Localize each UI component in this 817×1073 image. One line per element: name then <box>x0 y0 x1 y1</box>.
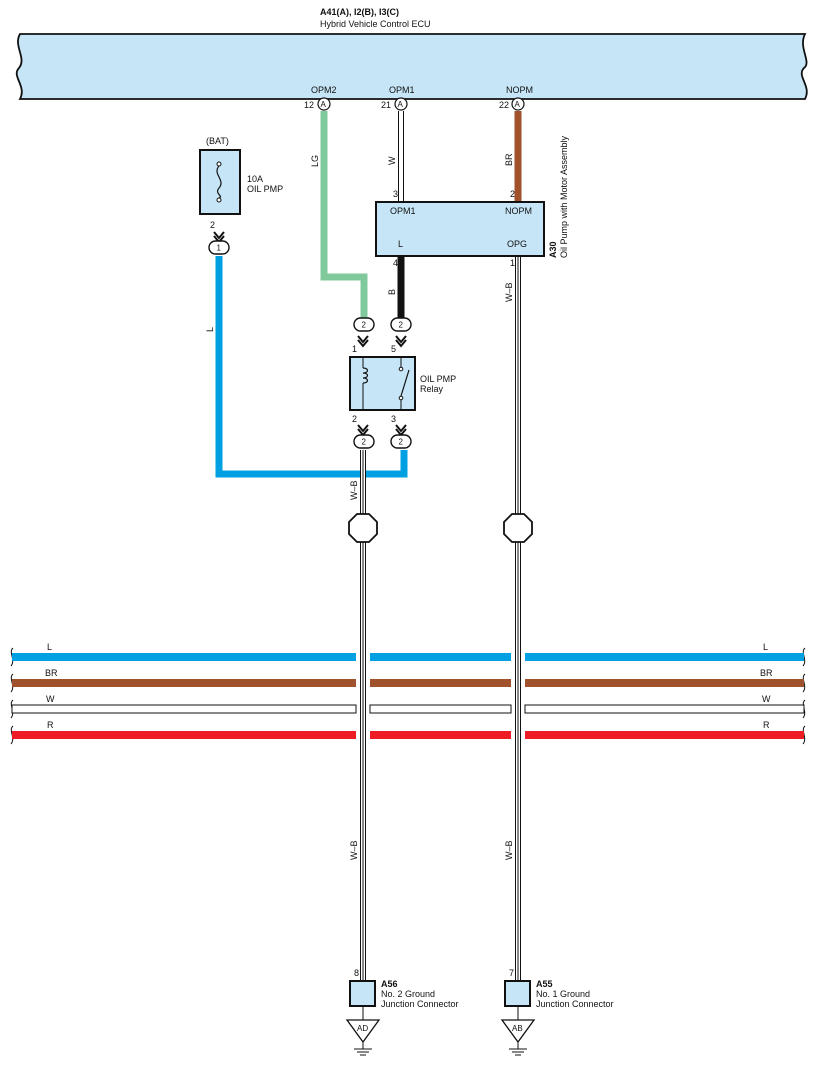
wire-label-wb-upper-left: W–B <box>349 480 359 500</box>
pump-terminal-opm1: OPM1 <box>390 206 416 216</box>
svg-text:A: A <box>321 100 327 109</box>
relay-coil-icon <box>362 357 369 410</box>
wire-lg <box>320 111 368 318</box>
ground-point-ad: AD <box>357 1024 368 1033</box>
wire-l-fuse <box>215 256 408 478</box>
svg-text:1: 1 <box>217 244 222 253</box>
svg-text:2: 2 <box>399 321 404 330</box>
wire-label-b: B <box>387 289 397 295</box>
pump-terminal-nopm: NOPM <box>505 206 532 216</box>
ecu-signal-nopm: NOPM <box>506 85 533 95</box>
svg-text:Junction Connector: Junction Connector <box>536 999 614 1009</box>
svg-text:W: W <box>46 694 55 704</box>
fuse-icon <box>216 161 222 203</box>
relay-pin-2: 2 <box>352 414 357 424</box>
ecu-connector-opm1: A <box>394 97 408 111</box>
ecu-box <box>15 33 808 100</box>
ground-a55: 7 A55 No. 1 Ground Junction Connector AB <box>500 968 614 1056</box>
relay-connector-bottom-right: 2 <box>390 424 412 449</box>
relay-connector-top-right: 2 <box>390 317 412 348</box>
svg-text:No. 2 Ground: No. 2 Ground <box>381 989 435 999</box>
svg-text:Junction Connector: Junction Connector <box>381 999 459 1009</box>
splice-octagon-right <box>503 513 533 543</box>
wire-label-br: BR <box>504 153 514 166</box>
relay-pin-5: 5 <box>391 344 396 354</box>
ecu-connector-opm2: A <box>317 97 331 111</box>
bus-wire-br: BR BR <box>10 668 806 693</box>
svg-text:A56: A56 <box>381 979 398 989</box>
relay-name-line1: OIL PMP <box>420 374 456 384</box>
svg-text:No. 1 Ground: No. 1 Ground <box>536 989 590 999</box>
svg-text:R: R <box>47 720 54 730</box>
pump-terminal-l: L <box>398 239 403 249</box>
ecu-name: Hybrid Vehicle Control ECU <box>320 19 431 29</box>
splice-octagon-left <box>348 513 378 543</box>
svg-text:R: R <box>763 720 770 730</box>
relay-switch-icon <box>398 357 410 410</box>
relay-box <box>349 356 416 411</box>
svg-text:2: 2 <box>399 438 404 447</box>
wire-label-lg: LG <box>310 155 320 167</box>
wire-label-wb-lower-right: W–B <box>504 840 514 860</box>
bus-wire-w: W W <box>10 694 806 719</box>
pump-pin-opm1: 3 <box>393 189 398 199</box>
ecu-connector-nopm: A <box>511 97 525 111</box>
svg-text:L: L <box>763 642 768 652</box>
ecu-pin-21: 21 <box>381 100 391 110</box>
pump-terminal-opg: OPG <box>507 239 527 249</box>
bus-wire-r: R R <box>10 720 806 745</box>
fuse-pin: 2 <box>210 220 215 230</box>
svg-text:7: 7 <box>509 968 514 978</box>
fuse-connector: 1 <box>208 231 230 255</box>
fuse-rating: 10A <box>247 174 263 184</box>
pump-pin-nopm: 2 <box>510 189 515 199</box>
ecu-code: A41(A), I2(B), I3(C) <box>320 7 399 17</box>
pump-code: A30 <box>548 241 558 258</box>
ecu-pin-22: 22 <box>499 100 509 110</box>
wire-label-wb-lower-left: W–B <box>349 840 359 860</box>
wire-label-wb-upper-right: W–B <box>504 282 514 302</box>
pump-name: Oil Pump with Motor Assembly <box>559 135 569 258</box>
pump-pin-l: 4 <box>393 258 398 268</box>
ecu-pin-12: 12 <box>304 100 314 110</box>
svg-text:2: 2 <box>362 321 367 330</box>
wire-label-l: L <box>205 327 215 332</box>
ecu-signal-opm1: OPM1 <box>389 85 415 95</box>
fuse-name: OIL PMP <box>247 184 283 194</box>
svg-text:A: A <box>515 100 521 109</box>
svg-text:8: 8 <box>354 968 359 978</box>
ground-a56: 8 A56 No. 2 Ground Junction Connector AD <box>345 968 459 1056</box>
svg-text:A55: A55 <box>536 979 553 989</box>
svg-text:W: W <box>762 694 771 704</box>
relay-pin-3: 3 <box>391 414 396 424</box>
relay-connector-top-left: 2 <box>353 317 375 348</box>
svg-text:BR: BR <box>45 668 58 678</box>
svg-text:L: L <box>47 642 52 652</box>
svg-text:BR: BR <box>760 668 773 678</box>
wire-label-w: W <box>387 156 397 165</box>
svg-text:2: 2 <box>362 438 367 447</box>
relay-connector-bottom-left: 2 <box>353 424 375 449</box>
ground-point-ab: AB <box>512 1024 523 1033</box>
relay-name-line2: Relay <box>420 384 444 394</box>
bus-wire-l: L L <box>10 642 806 667</box>
relay-pin-1: 1 <box>352 344 357 354</box>
svg-text:A: A <box>398 100 404 109</box>
ecu-signal-opm2: OPM2 <box>311 85 337 95</box>
fuse-source: (BAT) <box>206 136 229 146</box>
pump-pin-opg: 1 <box>510 258 515 268</box>
pump-box <box>375 201 545 257</box>
fuse-box <box>199 149 241 215</box>
